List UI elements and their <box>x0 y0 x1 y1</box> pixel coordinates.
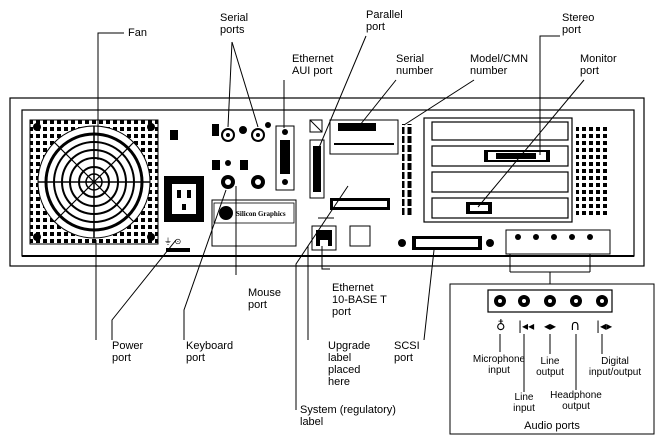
system-label <box>330 198 390 210</box>
microphone-icon: ♁ <box>496 319 506 334</box>
monitor-port-icon <box>466 202 492 214</box>
audio-ports-label: Audio ports <box>524 420 580 432</box>
serial-ports-icon <box>212 122 271 142</box>
stereo-port-icon <box>484 150 550 162</box>
vent-left <box>402 124 414 216</box>
line-in-icon: |◂◂ <box>518 319 534 333</box>
expansion-slots <box>423 117 573 223</box>
power-port-icon: ⏚ ⊙ <box>164 130 204 252</box>
parallel-port-icon <box>309 119 325 199</box>
serial-number-label <box>329 119 399 155</box>
rear-audio-ports <box>505 229 611 255</box>
digital-audio-icon: |◂▸ <box>596 319 612 333</box>
headphone-icon: ∩ <box>570 318 580 334</box>
system-label-callout: System (regulatory)label <box>300 404 396 428</box>
svg-text:⏚ ⊙: ⏚ ⊙ <box>164 237 181 246</box>
brand-plate <box>211 199 297 247</box>
line-out-icon: ◂▸ <box>544 319 556 333</box>
chassis <box>9 97 645 267</box>
callout-lines <box>95 32 591 410</box>
audio-jack-strip <box>487 289 613 313</box>
fan-icon <box>29 119 159 245</box>
keyboard-mouse-ports <box>212 160 265 189</box>
audio-label-lines <box>499 334 603 392</box>
scsi-port-icon <box>398 236 494 250</box>
fan-label: Fan <box>128 27 147 39</box>
brand-text: Silicon Graphics <box>236 210 286 218</box>
vent-right <box>576 124 610 216</box>
ethernet-10baset-port-icon <box>311 217 371 251</box>
ethernet-aui-port-icon <box>275 125 295 191</box>
